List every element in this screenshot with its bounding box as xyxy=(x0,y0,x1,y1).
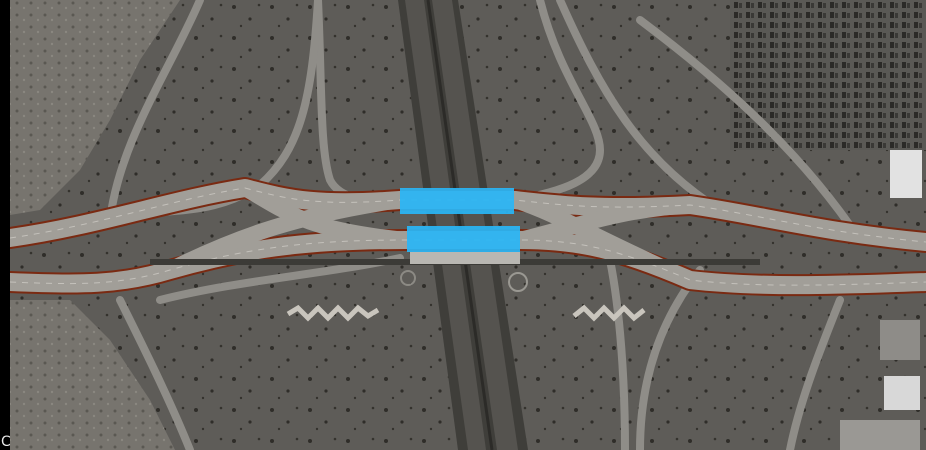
lane-markings xyxy=(9,187,926,286)
desert-area-nw xyxy=(10,0,180,215)
bridge-shadow xyxy=(410,252,520,264)
desert-area-sw xyxy=(10,300,175,450)
ramp-se-outer xyxy=(786,296,844,450)
ramp-ne-loop xyxy=(511,0,605,204)
zigzag-median-east xyxy=(572,304,646,322)
roundabout-mark-2 xyxy=(400,270,416,286)
zigzag-median-west xyxy=(286,304,380,322)
freeway-median xyxy=(426,0,494,450)
ddi-crossovers xyxy=(162,180,698,288)
ramp-ne-outer xyxy=(636,16,864,244)
bridge-deck-north xyxy=(400,188,514,214)
building-se-3 xyxy=(840,420,920,450)
roundabout-mark xyxy=(508,272,528,292)
ramp-sw-outer xyxy=(116,296,194,450)
building-ne xyxy=(890,150,922,198)
freeway-lanes-west xyxy=(405,0,486,450)
parking-lot xyxy=(730,0,926,150)
building-se-2 xyxy=(884,376,920,410)
bridge-deck-south xyxy=(407,226,520,252)
corner-glyph: C xyxy=(1,434,11,450)
building-se-1 xyxy=(880,320,920,360)
left-edge-strip xyxy=(0,0,10,450)
ramp-se-loop xyxy=(606,256,629,450)
freeway-lanes-east xyxy=(432,0,518,450)
